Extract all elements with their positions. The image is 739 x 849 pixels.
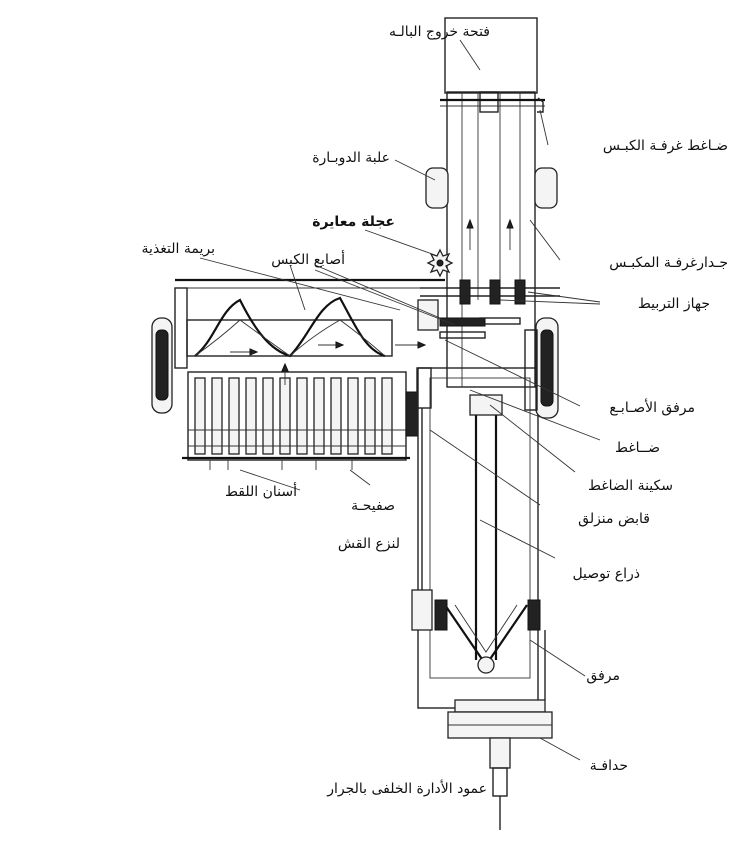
pickup-unit bbox=[151, 278, 445, 470]
pickup-tines bbox=[194, 377, 393, 455]
drive-section bbox=[411, 317, 559, 830]
label-crank: مرفق bbox=[586, 668, 620, 684]
metering-wheel-icon bbox=[426, 248, 454, 278]
label-slip-clutch: قابض منزلق bbox=[578, 511, 650, 527]
leader-lines bbox=[199, 39, 601, 761]
twine-box bbox=[425, 167, 558, 209]
label-bale-exit: فتحة خروج البالـه bbox=[389, 24, 490, 40]
label-stripper: لنزع القش bbox=[338, 536, 400, 552]
label-plunger: ضــاغط bbox=[615, 440, 660, 456]
label-twine-box: علبة الدوبـارة bbox=[312, 150, 390, 166]
label-knotter: جهاز التربيط bbox=[638, 296, 710, 312]
bale-chamber bbox=[440, 17, 545, 388]
label-plunger-knife: سكينة الضاغط bbox=[588, 478, 673, 494]
label-metering-wheel: عجلة معايرة bbox=[312, 214, 395, 230]
label-plate: صفيحـة bbox=[351, 498, 395, 514]
label-flywheel: حدافـة bbox=[590, 758, 628, 774]
label-pickup-teeth: أسنان اللقط bbox=[225, 482, 297, 500]
label-finger-crank: مرفق الأصـابـع bbox=[609, 398, 695, 416]
label-chamber-presser: ضـاغط غرفـة الكبـس bbox=[603, 138, 728, 154]
label-chamber-wall: جـدارغرفـة المكبـس bbox=[609, 255, 728, 271]
label-packer-fingers: أصابع الكبس bbox=[271, 250, 345, 268]
label-feed-auger: بريمة التغذية bbox=[142, 241, 215, 257]
labels: فتحة خروج البالـه ضـاغط غرفـة الكبـس علب… bbox=[142, 24, 728, 797]
label-pto-shaft: عمود الأدارة الخلفى بالجرار bbox=[326, 779, 487, 797]
label-connecting-arm: ذراع توصيل bbox=[572, 566, 640, 582]
